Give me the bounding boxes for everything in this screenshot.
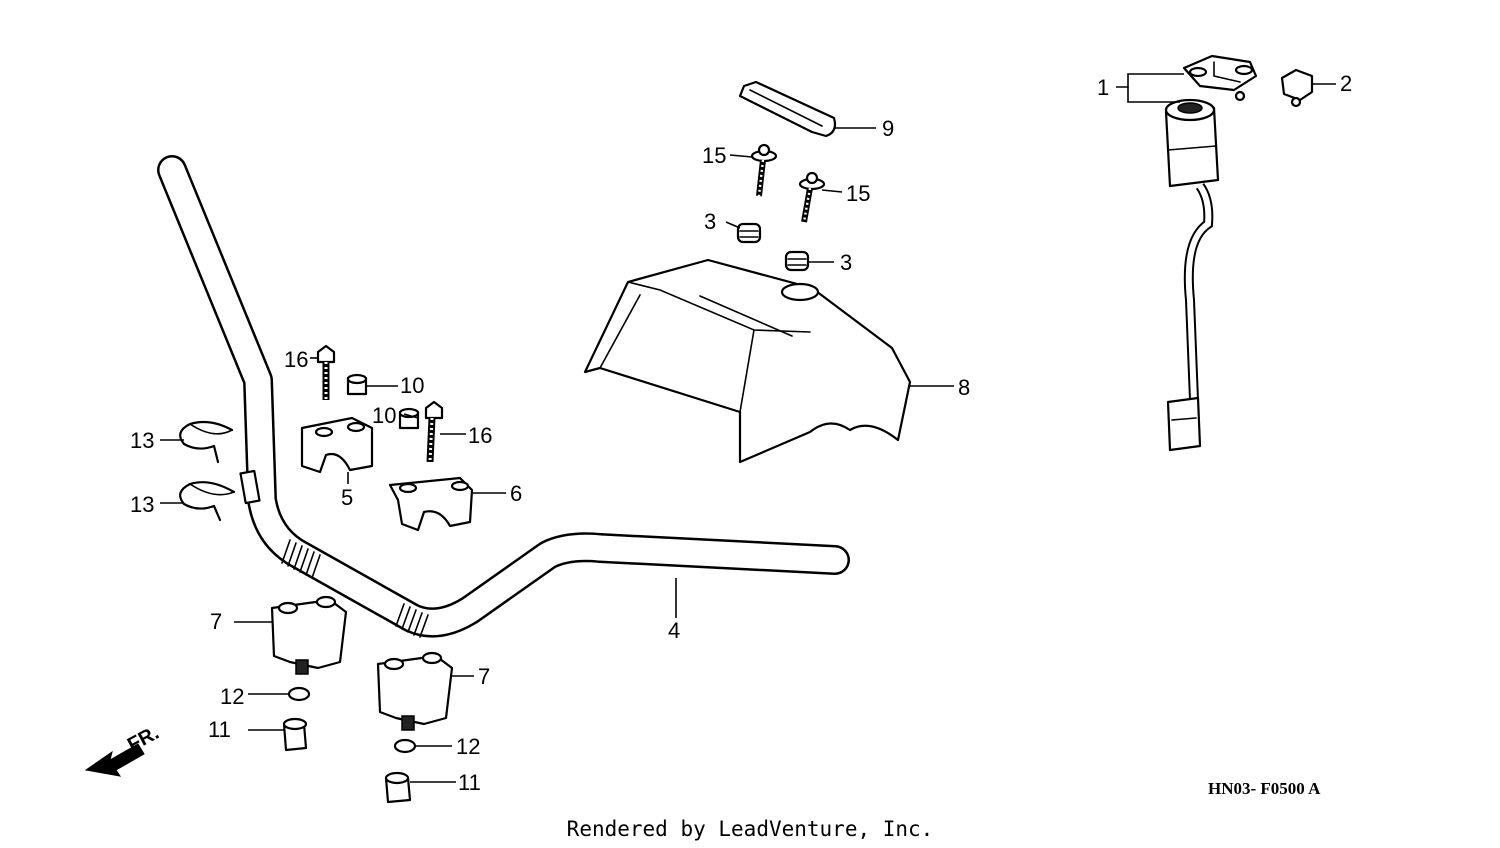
leader-lines	[160, 73, 1336, 783]
bolt-16-left	[316, 344, 336, 400]
callout-3-right: 3	[840, 250, 852, 275]
callout-9: 9	[882, 116, 894, 141]
collar-10-lower	[398, 407, 420, 430]
callout-11-right: 11	[458, 770, 481, 795]
callout-7-left: 7	[210, 609, 222, 634]
callout-8: 8	[958, 375, 970, 400]
callout-13-upper: 13	[130, 428, 154, 453]
upper-holder-part-5	[300, 416, 374, 474]
grommet-3-right	[784, 250, 810, 272]
footer-credit: Rendered by LeadVenture, Inc.	[567, 817, 934, 841]
grommet-3-left	[736, 222, 762, 244]
collar-10-upper	[346, 373, 368, 396]
callout-11-left: 11	[208, 717, 231, 742]
callout-16-left: 16	[284, 347, 308, 372]
lower-holder-7-right	[376, 651, 454, 731]
callout-12-left: 12	[220, 684, 244, 709]
washer-12-right	[393, 738, 417, 754]
nut-11-right	[384, 771, 412, 804]
callout-2: 2	[1340, 71, 1352, 96]
lower-holder-7-left	[270, 595, 348, 675]
diagram-code: HN03- F0500 A	[1208, 779, 1321, 798]
callout-labels: 1 2 3 3 4 5 6 7 7 8 9 10 10 11 11 12 12 …	[130, 71, 1352, 795]
wire-clamp-upper-13	[179, 420, 234, 464]
callout-16-right: 16	[468, 423, 492, 448]
callout-4: 4	[668, 618, 680, 643]
callout-10-upper: 10	[400, 373, 424, 398]
callout-13-lower: 13	[130, 492, 154, 517]
callout-12-right: 12	[456, 734, 480, 759]
knurl-right	[395, 603, 429, 638]
callout-3-left: 3	[704, 209, 716, 234]
upper-holder-part-6	[388, 476, 474, 532]
washer-12-left	[287, 686, 311, 702]
front-direction-arrow: FR.	[84, 722, 163, 777]
screw-15-left	[750, 143, 778, 197]
nut-11-left	[282, 717, 308, 752]
callout-7-right: 7	[478, 664, 490, 689]
ignition-key-part-2	[1280, 68, 1314, 108]
wire-clamp-lower-13	[179, 481, 236, 522]
callout-6: 6	[510, 481, 522, 506]
emblem-part-9	[738, 80, 837, 138]
screw-15-right	[798, 171, 826, 223]
callout-15-left: 15	[702, 143, 726, 168]
handlebar-cover-part-8	[583, 258, 912, 464]
knurl-left	[281, 539, 321, 579]
callout-1: 1	[1097, 75, 1109, 100]
callout-5: 5	[341, 485, 353, 510]
bolt-16-right	[424, 400, 444, 463]
handlebar-part-4	[157, 155, 850, 638]
callout-10-lower: 10	[372, 403, 396, 428]
callout-15-right: 15	[846, 181, 870, 206]
ignition-switch-part-1	[1164, 54, 1258, 452]
